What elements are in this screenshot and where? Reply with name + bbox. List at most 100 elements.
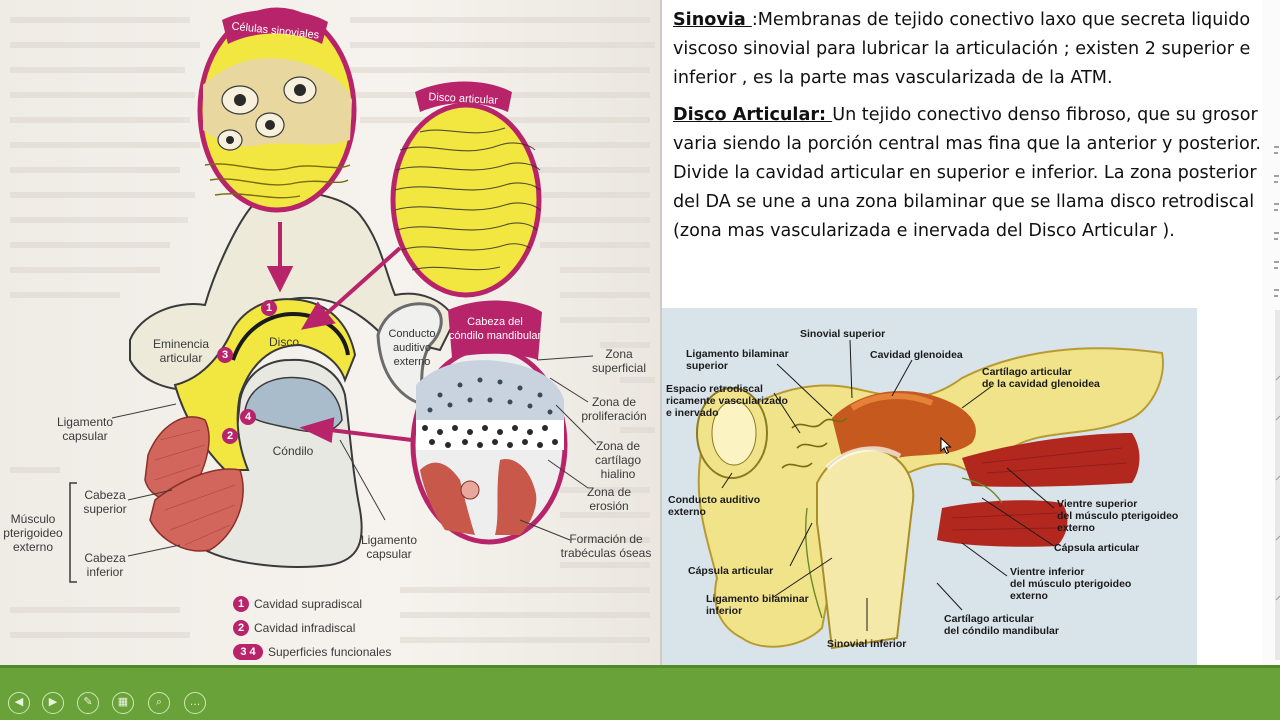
bleed-through-text-decoration	[10, 17, 655, 643]
ill-label-lig-inf-line2: inferior	[706, 605, 743, 617]
tmj-anatomy-diagram	[69, 7, 597, 583]
label-zona-superficial-line1: Zona	[605, 347, 633, 361]
label-zona-superficial-line2: superficial	[591, 361, 647, 375]
ill-label-sinovial-superior: Sinovial superior	[800, 328, 886, 340]
callout-disco-articular: Disco articular	[428, 91, 499, 107]
ill-label-lig-inf-line1: Ligamento bilaminar	[706, 593, 809, 605]
legend-badge-1: 1	[233, 596, 249, 612]
ill-label-cart-cond-line2: del cóndilo mandibular	[944, 625, 1059, 637]
term-sinovia: Sinovia	[673, 10, 752, 30]
mouse-cursor-icon	[940, 437, 952, 455]
label-conducto-auditivo: Conducto auditivo externo	[383, 327, 441, 369]
chevron-right-icon: ▶	[48, 696, 58, 708]
next-slide-button[interactable]: ▶	[42, 692, 64, 714]
label-formacion-trabeculas: Formación de trabéculas óseas	[560, 532, 652, 560]
label-cabeza-superior: Cabeza superior	[80, 488, 130, 516]
label-disco: Disco	[268, 335, 299, 349]
label-zona-proliferacion-line2: proliferación	[581, 409, 647, 423]
label-formacion-line1: Formación de	[569, 532, 643, 546]
tmj-sagittal-illustration: Sinovial superior Ligamento bilaminar su…	[662, 308, 1197, 665]
ill-label-conducto-auditivo: Conducto auditivo externo	[668, 494, 760, 518]
label-cabeza-inferior-line1: Cabeza	[84, 551, 126, 565]
slides-grid-icon: ▦	[117, 696, 129, 708]
magnifier-icon: ⌕	[155, 696, 163, 708]
ill-label-espacio-line2: ricamente vascularizado	[666, 395, 788, 407]
label-eminencia-line1: Eminencia	[152, 337, 210, 351]
left-scanned-page: Células sinoviales Disco articular Cabez…	[0, 0, 660, 665]
legend-row-superficies: 3 4 Superficies funcionales	[233, 640, 391, 664]
ill-label-vientre-inf-line3: externo	[1010, 590, 1048, 602]
label-zona-erosion: Zona de erosión	[580, 485, 638, 513]
callout-condilo-mandibular: cóndilo mandibular	[449, 330, 542, 342]
pen-icon: ✎	[83, 696, 93, 708]
label-musculo-line2: pterigoideo	[3, 526, 63, 540]
ill-label-vientre-sup-line3: externo	[1057, 522, 1095, 534]
legend-badge-3-4: 3 4	[233, 644, 263, 660]
legend-text-infradiscal: Cavidad infradiscal	[254, 621, 356, 635]
ill-label-cart-cav-line2: de la cavidad glenoidea	[982, 378, 1100, 390]
right-edge-strip	[1262, 0, 1280, 665]
ill-label-cavidad-glenoidea: Cavidad glenoidea	[870, 349, 963, 361]
slideshow-toolbar: ◀ ▶ ✎ ▦ ⌕ …	[0, 665, 1280, 720]
ill-label-vientre-inf-line1: Vientre inferior	[1010, 566, 1085, 578]
ill-label-cartilago-cavidad: Cartílago articular de la cavidad glenoi…	[982, 366, 1100, 390]
label-ligamento-left-line1: Ligamento	[56, 415, 114, 429]
ill-label-ligamento-bilaminar-inferior: Ligamento bilaminar inferior	[706, 593, 809, 617]
label-zona-cartilago-line1: Zona de	[595, 439, 641, 453]
label-formacion-line2: trabéculas óseas	[560, 546, 652, 560]
badge-1-supradiscal: 1	[261, 300, 277, 316]
legend-row-supradiscal: 1 Cavidad supradiscal	[233, 592, 391, 616]
ill-label-espacio-line3: e inervado	[666, 407, 719, 419]
page-divider	[660, 0, 662, 665]
right-edge-decoration	[1274, 146, 1280, 660]
ill-label-conducto-line1: Conducto auditivo	[668, 494, 761, 506]
label-condilo: Cóndilo	[272, 444, 314, 458]
callout-ribbon-labels: Células sinoviales Disco articular Cabez…	[231, 20, 542, 342]
ill-label-capsula-articular-right: Cápsula articular	[1054, 542, 1140, 554]
label-eminencia-articular: Eminencia articular	[150, 337, 212, 365]
legend-row-infradiscal: 2 Cavidad infradiscal	[233, 616, 391, 640]
label-ligamento-bottom-line2: capsular	[366, 547, 412, 561]
label-cabeza-inferior: Cabeza inferior	[80, 551, 130, 579]
callout-cabeza-del: Cabeza del	[467, 316, 523, 328]
label-musculo-pterigoideo: Músculo pterigoideo externo	[0, 512, 66, 554]
label-musculo-line1: Músculo	[10, 512, 56, 526]
more-options-button[interactable]: …	[184, 692, 206, 714]
ill-label-vientre-sup-line2: del músculo pterigoideo	[1057, 510, 1179, 522]
label-zona-erosion-line1: Zona de	[586, 485, 632, 499]
ill-label-ligamento-bilaminar-superior: Ligamento bilaminar superior	[686, 348, 789, 372]
ill-label-sinovial-inferior: Sinovial inferior	[827, 638, 907, 650]
label-zona-superficial: Zona superficial	[588, 347, 650, 375]
label-eminencia-line2: articular	[159, 351, 203, 365]
ill-label-espacio-line1: Espacio retrodiscal	[666, 383, 763, 395]
see-all-slides-button[interactable]: ▦	[112, 692, 134, 714]
term-disco-articular: Disco Articular:	[673, 105, 833, 125]
text-disco-articular: Un tejido conectivo denso fibroso, que s…	[673, 105, 1261, 241]
label-zona-cartilago: Zona de cartílago hialino	[580, 439, 656, 481]
ill-label-vientre-inferior: Vientre inferior del músculo pterigoideo…	[1010, 566, 1131, 602]
label-zona-cartilago-line2: cartílago hialino	[594, 453, 642, 481]
ill-label-cart-cav-line1: Cartílago articular	[982, 366, 1072, 378]
ellipsis-icon: …	[189, 696, 201, 708]
label-cabeza-superior-line1: Cabeza	[84, 488, 126, 502]
text-sinovia: :Membranas de tejido conectivo laxo que …	[673, 10, 1251, 88]
label-conducto-line3: externo	[393, 356, 431, 368]
pen-tool-button[interactable]: ✎	[77, 692, 99, 714]
label-zona-proliferacion: Zona de proliferación	[578, 395, 650, 423]
callout-celulas-sinoviales: Células sinoviales	[231, 20, 320, 41]
legend-text-superficies: Superficies funcionales	[268, 645, 392, 659]
label-conducto-line2: auditivo	[393, 342, 431, 354]
label-ligamento-capsular-bottom: Ligamento capsular	[358, 533, 420, 561]
badge-4-surface: 4	[240, 409, 256, 425]
label-ligamento-capsular-left: Ligamento capsular	[52, 415, 118, 443]
paragraph-sinovia: Sinovia :Membranas de tejido conectivo l…	[673, 6, 1263, 93]
ill-label-capsula-articular-left: Cápsula articular	[688, 565, 774, 577]
ill-label-vientre-inf-line2: del músculo pterigoideo	[1010, 578, 1132, 590]
ill-label-cart-cond-line1: Cartílago articular	[944, 613, 1034, 625]
diagram-legend: 1 Cavidad supradiscal 2 Cavidad infradis…	[233, 592, 391, 664]
legend-badge-2: 2	[233, 620, 249, 636]
previous-slide-button[interactable]: ◀	[8, 692, 30, 714]
label-zona-erosion-line2: erosión	[589, 499, 629, 513]
zoom-button[interactable]: ⌕	[148, 692, 170, 714]
ill-label-cartilago-condilo: Cartílago articular del cóndilo mandibul…	[944, 613, 1059, 637]
